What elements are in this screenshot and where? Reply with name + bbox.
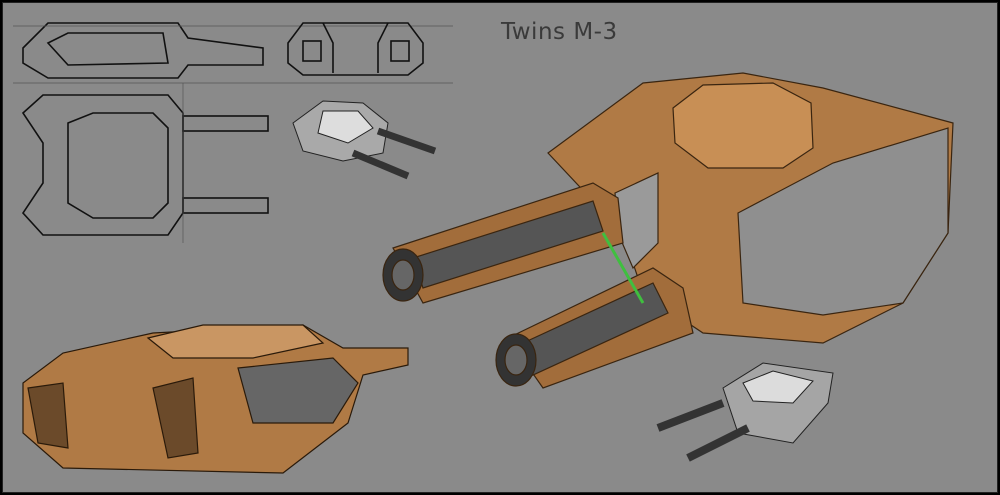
small-render-top [292, 100, 437, 180]
artwork-title: Twins M-3 [501, 19, 618, 45]
sketch-tank-render [22, 324, 409, 474]
main-tank-render [382, 72, 954, 389]
blueprint-top-view [21, 83, 269, 243]
tank-illustrations [13, 22, 954, 474]
small-render-bottom [656, 362, 834, 462]
blueprint-side-view [13, 22, 453, 84]
blueprint-front-view [287, 22, 424, 76]
